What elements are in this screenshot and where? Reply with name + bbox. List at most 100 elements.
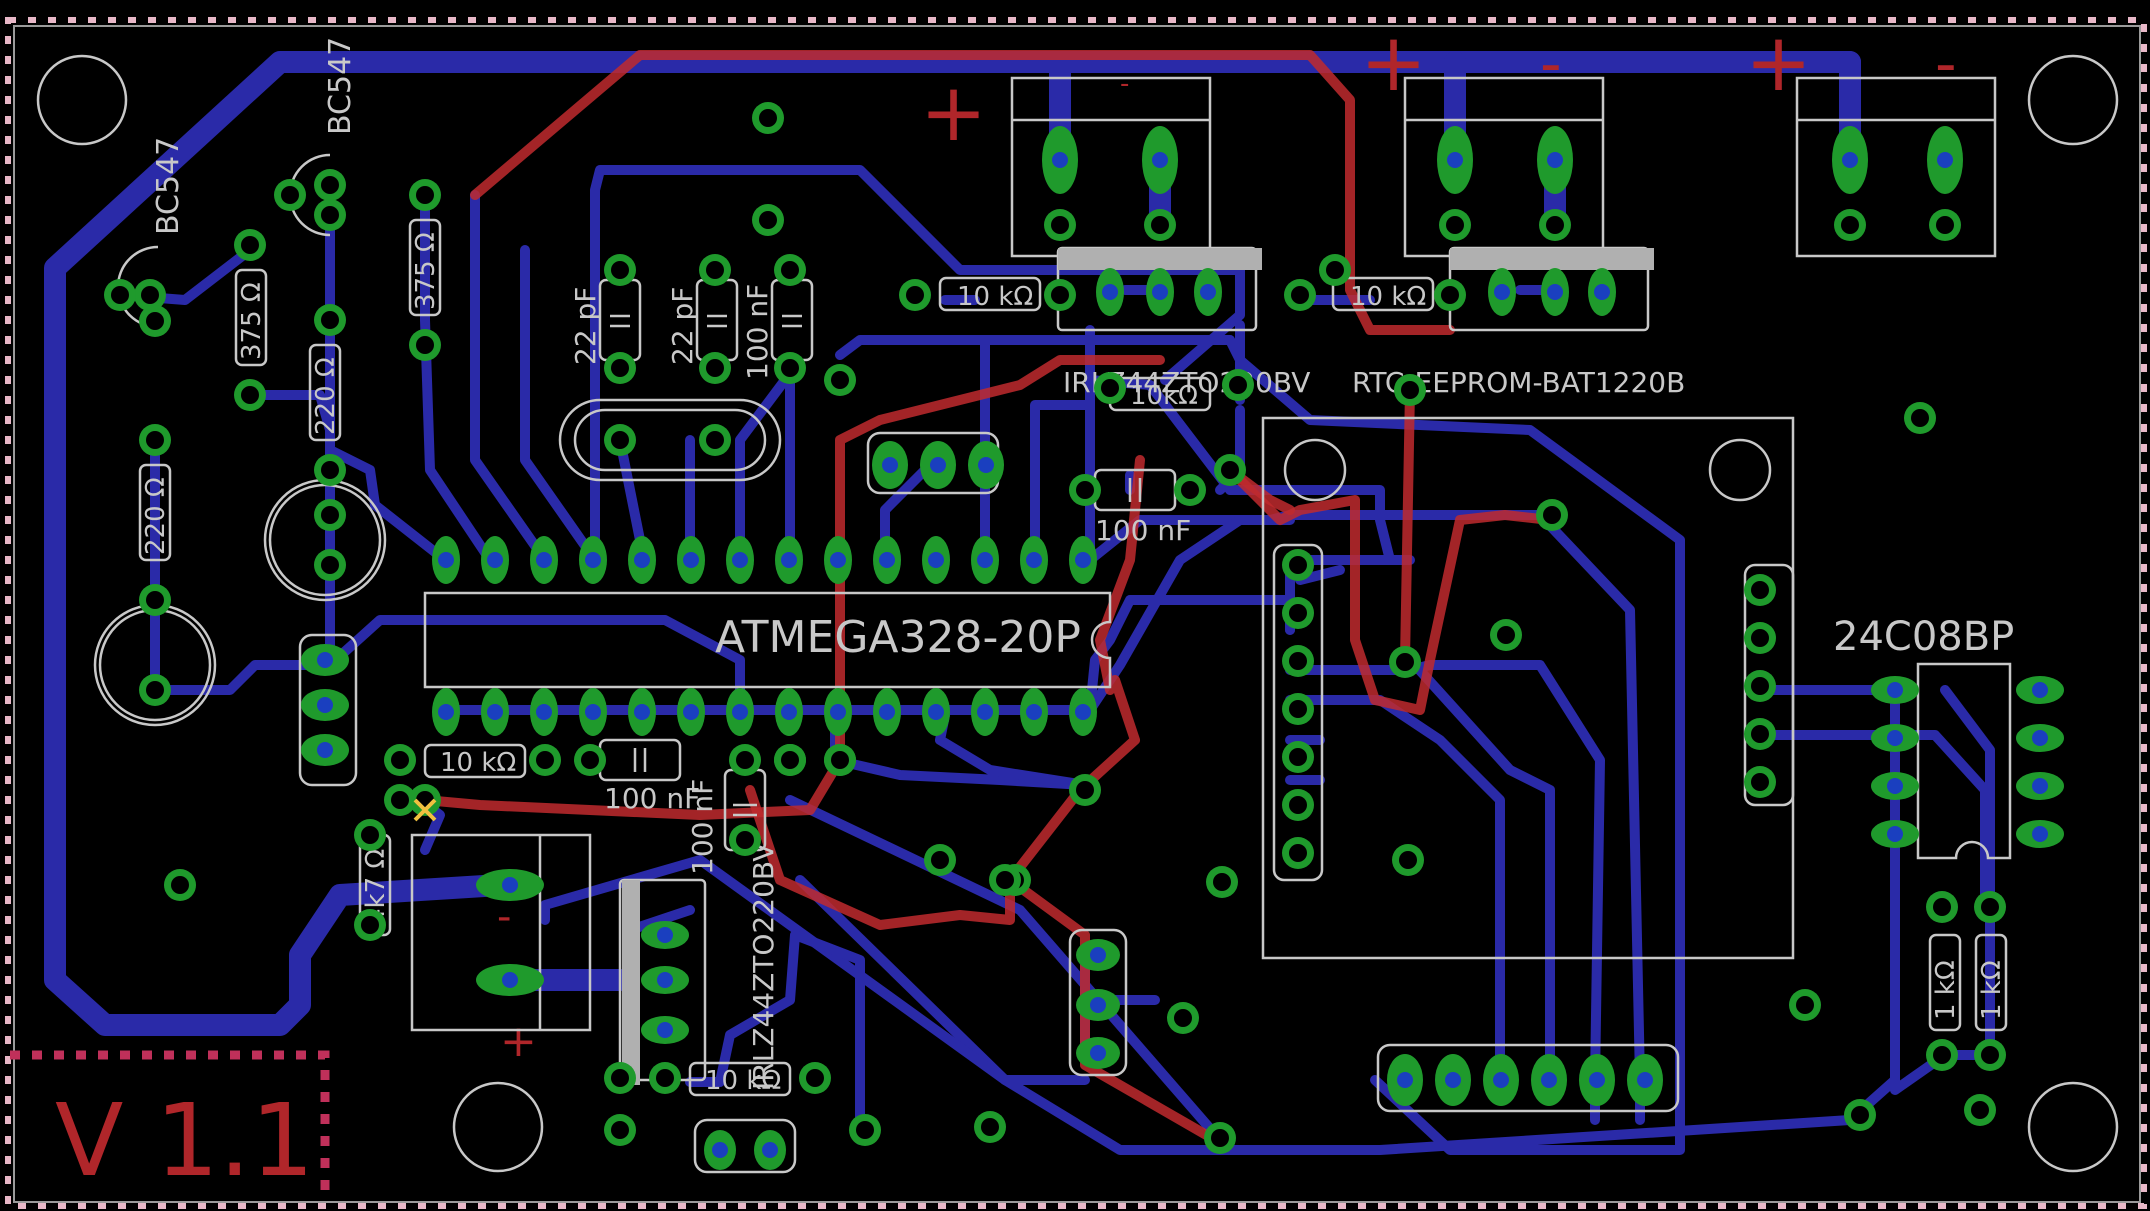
terminal-pad-drill: [1937, 152, 1953, 168]
terminal-ring-drill: [1936, 216, 1954, 234]
eeprom-pin-left-drill: [1887, 682, 1903, 698]
resistors-vertical: 375 Ω 375 Ω 220 Ω 220 Ω 4k7 Ω 1 kΩ 1 kΩ: [138, 218, 2008, 1032]
mcu-pin-bottom-drill: [536, 704, 552, 720]
bottom-header-pin-drill: [1445, 1072, 1461, 1088]
version-label: V 1.1: [55, 1082, 314, 1199]
via-pad-drill: [1211, 1129, 1229, 1147]
svg-text:375 Ω: 375 Ω: [237, 282, 267, 360]
terminal-ring-drill: [1151, 216, 1169, 234]
mcu-pin-top-drill: [585, 552, 601, 568]
via-pad-drill: [736, 831, 754, 849]
via-pad-drill: [1174, 1009, 1192, 1027]
via-pad-drill: [611, 359, 629, 377]
via-pad-drill: [391, 791, 409, 809]
via-pad-drill: [581, 751, 599, 769]
terminal-pad-drill: [1842, 152, 1858, 168]
svg-text:10 kΩ: 10 kΩ: [440, 748, 516, 778]
via-pad-drill: [1497, 626, 1515, 644]
terminal-pad-drill: [1052, 152, 1068, 168]
svg-text:BC547: BC547: [323, 37, 358, 135]
pads: [104, 102, 2064, 1170]
via-pad-drill: [706, 431, 724, 449]
via-pad-drill: [391, 751, 409, 769]
mcu-pin-top-drill: [1075, 552, 1091, 568]
via-pad-drill: [1221, 461, 1239, 479]
left-terminal-pad-drill: [502, 972, 518, 988]
eeprom-pin-left-drill: [1887, 826, 1903, 842]
rtc-header-b-pin-drill: [1751, 725, 1769, 743]
via-pad-drill: [1401, 381, 1419, 399]
eeprom-pin-right-drill: [2032, 682, 2048, 698]
svg-text:100 nF: 100 nF: [1095, 514, 1191, 547]
mosfet-top-1-pin-drill: [1102, 284, 1118, 300]
mcu-pin-top-drill: [438, 552, 454, 568]
mcu-pin-bottom-drill: [585, 704, 601, 720]
terminal-block-3: [1795, 76, 1997, 258]
atmega-label: ATMEGA328-20P: [715, 612, 1081, 663]
board-outline: [5, 17, 2147, 1209]
header-a-pin-drill: [882, 457, 898, 473]
mcu-pin-bottom-drill: [1026, 704, 1042, 720]
mosfet-left-pin-drill: [657, 972, 673, 988]
mcu-pin-top-drill: [634, 552, 650, 568]
rtc-header-b-pin-drill: [1751, 773, 1769, 791]
via-pad-drill: [1933, 898, 1951, 916]
via-pad-drill: [141, 286, 159, 304]
via-pad-drill: [1981, 1046, 1999, 1064]
via-pad-drill: [806, 1069, 824, 1087]
version-keepout: [10, 1050, 330, 1200]
svg-text:-: -: [497, 894, 511, 940]
via-pad-drill: [281, 186, 299, 204]
svg-text:1 kΩ: 1 kΩ: [1931, 960, 1961, 1020]
svg-text:10 kΩ: 10 kΩ: [957, 282, 1033, 312]
mcu-pin-top-drill: [487, 552, 503, 568]
via-pad-drill: [111, 286, 129, 304]
via-pad-drill: [171, 876, 189, 894]
mcu-pin-bottom-drill: [683, 704, 699, 720]
terminal-pad-drill: [1152, 152, 1168, 168]
terminal-block-2: [1403, 76, 1605, 258]
mcu-pin-top-drill: [879, 552, 895, 568]
via-pad-drill: [321, 556, 339, 574]
via-pad-drill: [1213, 873, 1231, 891]
via-pad-drill: [1229, 376, 1247, 394]
rtc-header-b-pin-drill: [1751, 677, 1769, 695]
svg-text:1 kΩ: 1 kΩ: [1977, 960, 2007, 1020]
mosfet-left-pin-drill: [657, 927, 673, 943]
via-pad-drill: [321, 506, 339, 524]
svg-text:100 nF: 100 nF: [741, 284, 774, 380]
via-pad-drill: [1543, 506, 1561, 524]
eeprom-pin-right-drill: [2032, 778, 2048, 794]
via-pad-drill: [146, 431, 164, 449]
mcu-pin-bottom-drill: [928, 704, 944, 720]
svg-text:375 Ω: 375 Ω: [411, 232, 441, 310]
eeprom-pin-right-drill: [2032, 826, 2048, 842]
via-pad-drill: [1911, 409, 1929, 427]
svg-text:BC547: BC547: [151, 137, 186, 235]
via-pad-drill: [146, 312, 164, 330]
via-pad-drill: [1796, 996, 1814, 1014]
mcu-pin-top-drill: [928, 552, 944, 568]
board-edge: [13, 25, 2141, 1203]
mosfet-top-2-pin-drill: [1547, 284, 1563, 300]
mosfet-top-2-pin-drill: [1494, 284, 1510, 300]
via-pad-drill: [1971, 1101, 1989, 1119]
via-pad-drill: [906, 286, 924, 304]
terminal-ring-drill: [1546, 216, 1564, 234]
mounting-holes: [36, 54, 2119, 1173]
via-pad-drill: [611, 431, 629, 449]
mid-header-pin-drill: [1090, 947, 1106, 963]
mcu-pin-top-drill: [1026, 552, 1042, 568]
mcu-pin-top-drill: [781, 552, 797, 568]
mid-header-pin-drill: [1090, 1045, 1106, 1061]
rtc-header-pin-drill: [1289, 652, 1307, 670]
mosfet-top-1-pin-drill: [1200, 284, 1216, 300]
via-pad-drill: [1396, 653, 1414, 671]
rtc-header-pin-drill: [1289, 796, 1307, 814]
svg-text:-: -: [1540, 29, 1562, 99]
svg-text:220 Ω: 220 Ω: [141, 477, 171, 555]
rtc-header-b-pin-drill: [1751, 629, 1769, 647]
mcu-pin-bottom-drill: [438, 704, 454, 720]
via-marker-icon: [413, 798, 437, 822]
via-pad-drill: [856, 1121, 874, 1139]
